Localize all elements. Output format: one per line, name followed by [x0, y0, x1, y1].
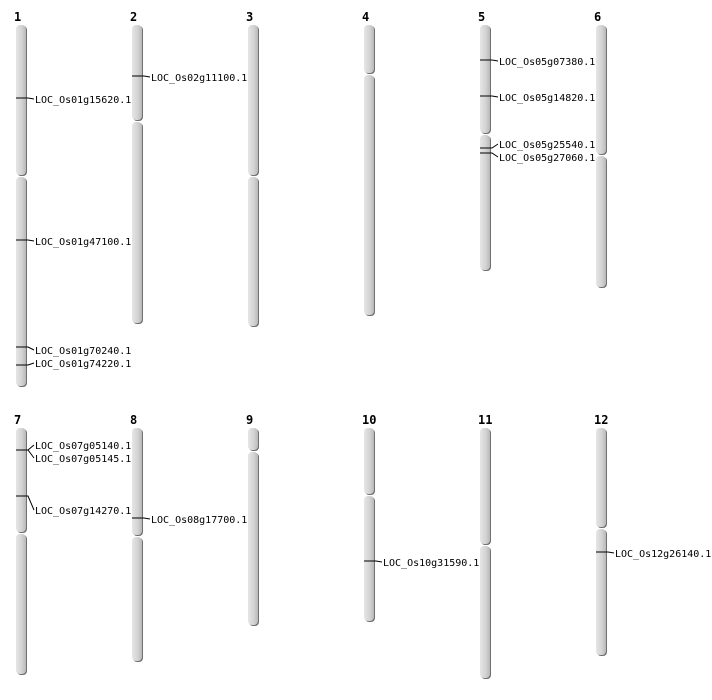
- gene-marker: LOC_Os07g14270.1: [16, 495, 131, 517]
- chromosome-number: 7: [14, 413, 21, 427]
- chromosome-number: 9: [246, 413, 253, 427]
- long-arm: [364, 496, 374, 621]
- long-arm: [16, 534, 26, 674]
- gene-marker: LOC_Os01g74220.1: [16, 359, 131, 370]
- chromosome-number: 2: [130, 10, 137, 24]
- gene-marker: LOC_Os01g47100.1: [16, 237, 131, 248]
- long-arm: [248, 452, 258, 625]
- long-arm: [16, 177, 26, 386]
- short-arm: [132, 25, 142, 120]
- long-arm: [132, 122, 142, 323]
- short-arm: [596, 25, 606, 154]
- long-arm: [596, 529, 606, 655]
- gene-marker: LOC_Os05g25540.1: [480, 140, 595, 151]
- chromosome-9: 9: [246, 413, 259, 626]
- long-arm: [364, 75, 374, 315]
- gene-label: LOC_Os05g14820.1: [499, 93, 595, 104]
- gene-label: LOC_Os07g05145.1: [35, 454, 131, 465]
- chromosome-number: 6: [594, 10, 601, 24]
- short-arm: [596, 428, 606, 527]
- gene-label: LOC_Os07g14270.1: [35, 506, 131, 517]
- gene-label: LOC_Os12g26140.1: [615, 549, 711, 560]
- gene-marker: LOC_Os10g31590.1: [364, 558, 479, 569]
- gene-marker: LOC_Os05g27060.1: [480, 152, 595, 164]
- chromosome-5: 5LOC_Os05g07380.1LOC_Os05g14820.1LOC_Os0…: [478, 10, 595, 271]
- long-arm: [132, 537, 142, 661]
- chromosome-number: 10: [362, 413, 376, 427]
- gene-marker: LOC_Os05g07380.1: [480, 57, 595, 68]
- long-arm: [596, 156, 606, 287]
- chromosome-1: 1LOC_Os01g15620.1LOC_Os01g47100.1LOC_Os0…: [14, 10, 131, 387]
- chromosome-number: 8: [130, 413, 137, 427]
- gene-marker: LOC_Os07g05145.1: [16, 449, 131, 465]
- chromosome-number: 1: [14, 10, 21, 24]
- gene-marker: LOC_Os01g70240.1: [16, 346, 131, 357]
- long-arm: [480, 546, 490, 678]
- chromosome-number: 4: [362, 10, 369, 24]
- gene-label: LOC_Os05g25540.1: [499, 140, 595, 151]
- short-arm: [364, 25, 374, 73]
- chromosome-7: 7LOC_Os07g05140.1LOC_Os07g05145.1LOC_Os0…: [14, 413, 131, 675]
- gene-label: LOC_Os01g74220.1: [35, 359, 131, 370]
- gene-marker: LOC_Os05g14820.1: [480, 93, 595, 104]
- short-arm: [480, 428, 490, 544]
- gene-label: LOC_Os07g05140.1: [35, 441, 131, 452]
- short-arm: [248, 428, 258, 450]
- gene-marker: LOC_Os07g05140.1: [16, 441, 131, 452]
- gene-label: LOC_Os08g17700.1: [151, 515, 247, 526]
- gene-label: LOC_Os05g07380.1: [499, 57, 595, 68]
- chromosome-number: 3: [246, 10, 253, 24]
- long-arm: [248, 177, 258, 326]
- chromosome-11: 11: [478, 413, 492, 679]
- chromosome-4: 4: [362, 10, 375, 316]
- short-arm: [480, 25, 490, 133]
- gene-label: LOC_Os05g27060.1: [499, 153, 595, 164]
- short-arm: [132, 428, 142, 535]
- gene-label: LOC_Os01g70240.1: [35, 346, 131, 357]
- chromosome-3: 3: [246, 10, 259, 327]
- long-arm: [480, 135, 490, 270]
- gene-label: LOC_Os01g15620.1: [35, 95, 131, 106]
- short-arm: [364, 428, 374, 494]
- gene-marker: LOC_Os08g17700.1: [132, 515, 247, 526]
- chromosome-number: 11: [478, 413, 492, 427]
- short-arm: [16, 25, 26, 175]
- gene-label: LOC_Os02g11100.1: [151, 73, 247, 84]
- gene-label: LOC_Os10g31590.1: [383, 558, 479, 569]
- gene-marker: LOC_Os02g11100.1: [132, 73, 247, 84]
- short-arm: [248, 25, 258, 175]
- gene-label: LOC_Os01g47100.1: [35, 237, 131, 248]
- chromosome-6: 6: [594, 10, 607, 288]
- gene-marker: LOC_Os01g15620.1: [16, 95, 131, 106]
- chromosome-number: 12: [594, 413, 608, 427]
- chromosome-number: 5: [478, 10, 485, 24]
- gene-marker: LOC_Os12g26140.1: [596, 549, 711, 560]
- short-arm: [16, 428, 26, 532]
